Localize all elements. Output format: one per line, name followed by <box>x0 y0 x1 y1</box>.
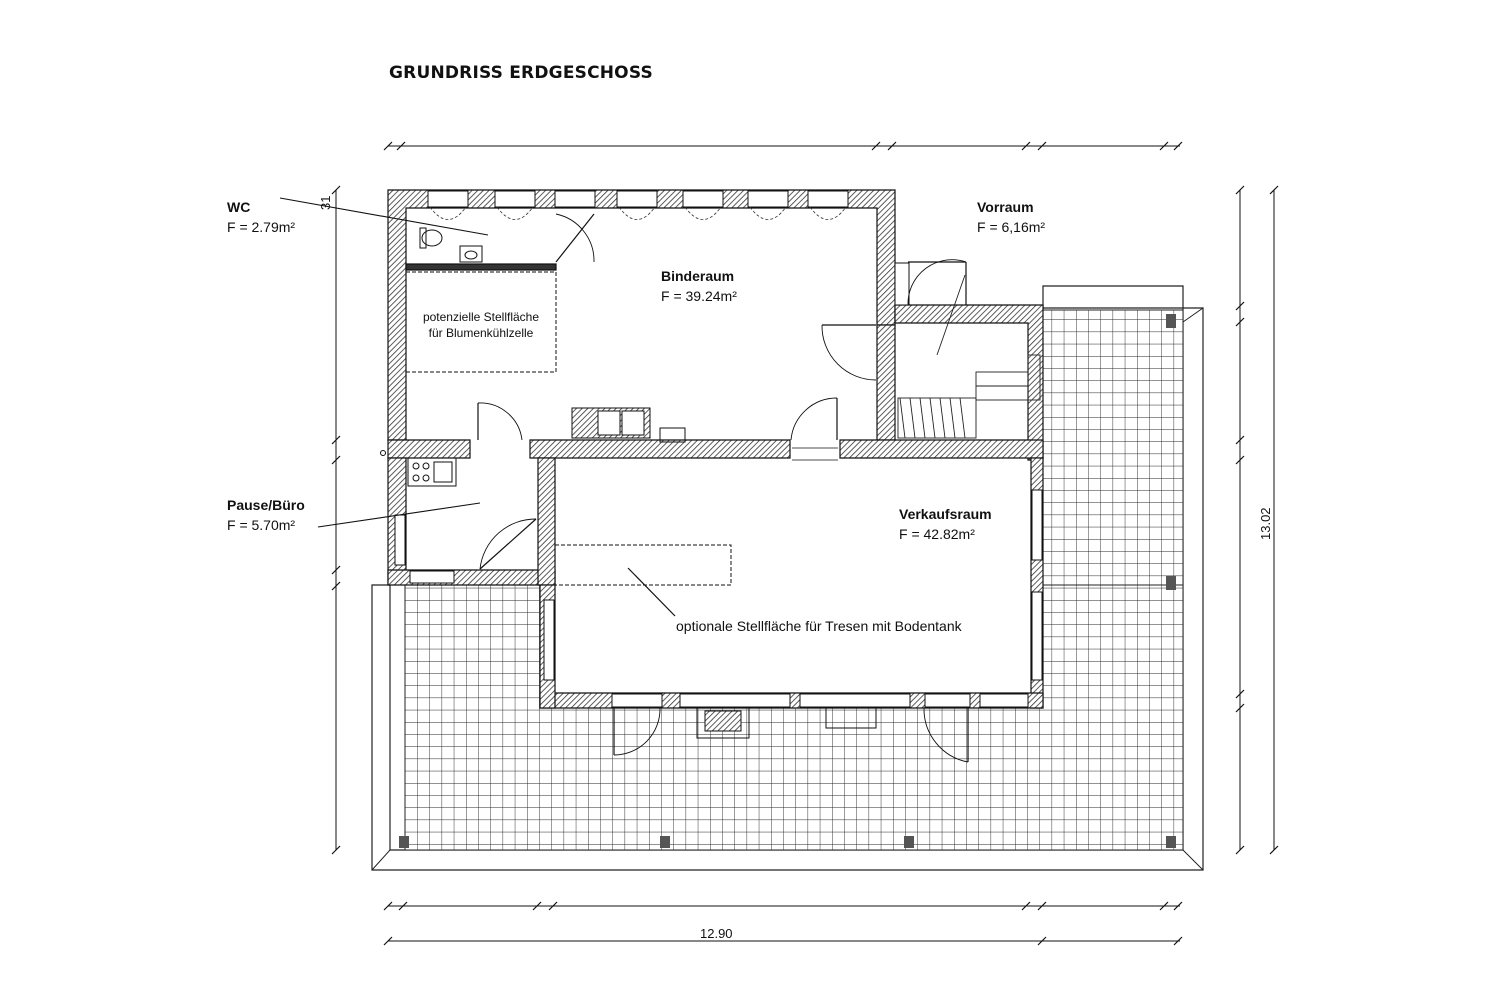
dimension-width: 12.90 <box>700 926 733 941</box>
room-name: Binderaum <box>661 268 735 284</box>
room-area: F = 39.24m² <box>661 288 737 304</box>
room-label-pause: Pause/Büro F = 5.70m² <box>227 495 305 535</box>
room-label-wc: WC F = 2.79m² <box>227 197 295 237</box>
room-area: F = 2.79m² <box>227 219 296 235</box>
room-name: WC <box>227 199 251 215</box>
room-name: Pause/Büro <box>227 497 305 513</box>
note-line: potenzielle Stellfläche <box>422 310 540 324</box>
room-area: F = 42.82m² <box>899 526 975 542</box>
room-name: Verkaufsraum <box>899 506 992 522</box>
room-label-vorraum: Vorraum F = 6,16m² <box>977 197 1045 237</box>
note-tresen: optionale Stellfläche für Tresen mit Bod… <box>676 618 962 634</box>
room-label-binderaum: Binderaum F = 39.24m² <box>661 266 737 306</box>
note-line: für Blumenkühlzelle <box>428 326 534 340</box>
walls <box>387 189 1044 709</box>
room-area: F = 5.70m² <box>227 517 296 533</box>
room-name: Vorraum <box>977 199 1034 215</box>
room-area: F = 6,16m² <box>977 219 1046 235</box>
dimension-partial: 31 <box>318 195 333 210</box>
dimension-height: 13.02 <box>1258 507 1273 540</box>
page-title: GRUNDRISS ERDGESCHOSS <box>389 63 653 83</box>
room-label-verkaufsraum: Verkaufsraum F = 42.82m² <box>899 504 992 544</box>
note-stellflaeche: potenzielle Stellfläche für Blumenkühlze… <box>411 309 551 341</box>
